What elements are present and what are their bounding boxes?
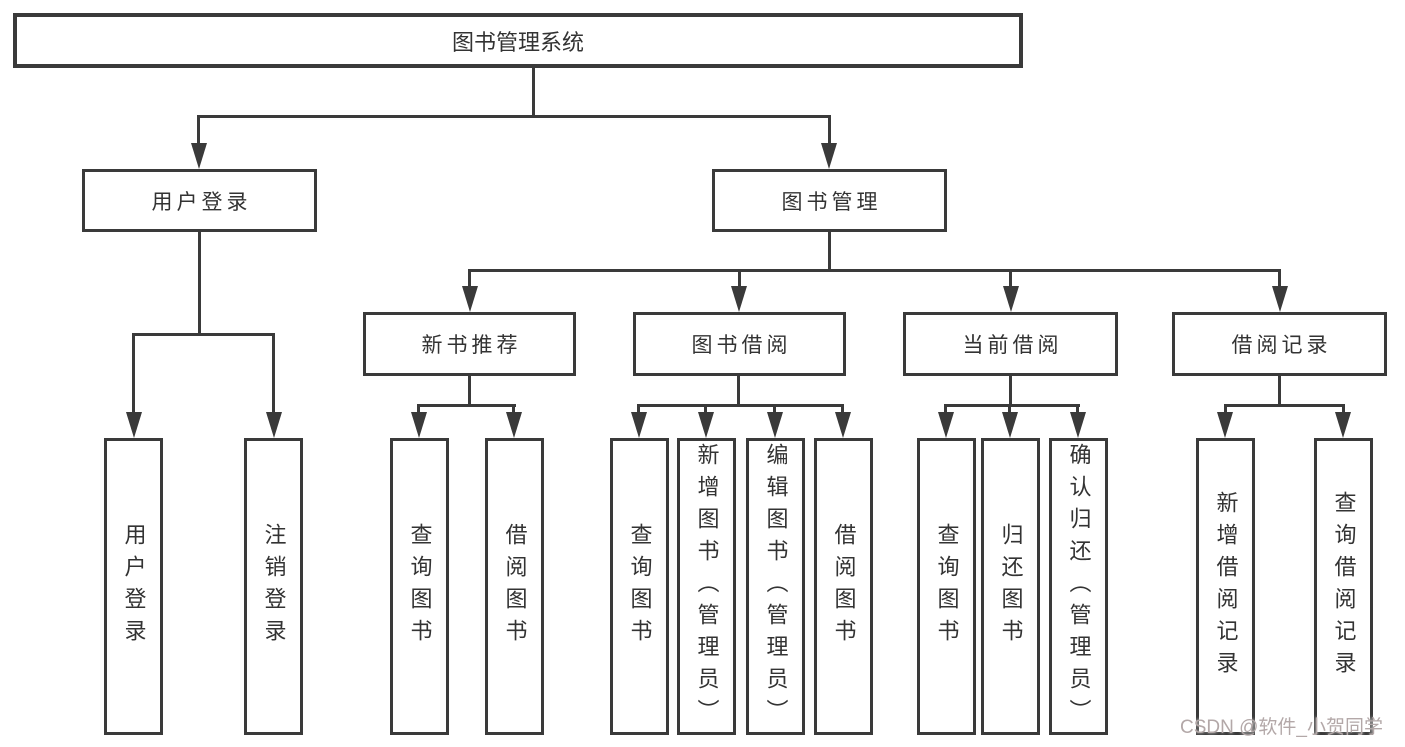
arrow-down-icon — [411, 412, 427, 438]
arrow-down-icon — [126, 412, 142, 438]
arrow-down-icon — [1070, 412, 1086, 438]
arrow-down-icon — [938, 412, 954, 438]
connector-vline — [738, 269, 741, 289]
connector-vline — [737, 376, 740, 407]
leaf-label: 查询图书 — [407, 522, 433, 651]
connector-vline — [1008, 404, 1011, 414]
leaf-query-books-borrow: 查询图书 — [610, 438, 669, 735]
connector-hline — [1224, 404, 1345, 407]
connector-hline — [944, 404, 1080, 407]
connector-vline — [198, 232, 201, 335]
connector-vline — [468, 376, 471, 407]
connector-vline — [841, 404, 844, 414]
arrow-down-icon — [731, 286, 747, 312]
leaf-label: 借阅图书 — [831, 522, 857, 651]
arrow-down-icon — [1272, 286, 1288, 312]
connector-vline — [272, 333, 275, 415]
node-root-system: 图书管理系统 — [13, 13, 1023, 68]
arrow-down-icon — [1217, 412, 1233, 438]
connector-vline — [1076, 404, 1079, 414]
connector-vline — [1009, 269, 1012, 289]
leaf-label: 查询借阅记录 — [1331, 490, 1357, 683]
arrow-down-icon — [191, 143, 207, 169]
connector-vline — [1278, 269, 1281, 289]
node-book-borrow: 图书借阅 — [633, 312, 846, 376]
arrow-down-icon — [1002, 412, 1018, 438]
connector-vline — [1224, 404, 1227, 414]
csdn-watermark: CSDN @软件_小贺同学 — [1180, 717, 1383, 738]
connector-vline — [704, 404, 707, 414]
arrow-down-icon — [506, 412, 522, 438]
leaf-label: 编辑图书（管理员） — [763, 442, 789, 731]
leaf-query-books-current: 查询图书 — [917, 438, 976, 735]
connector-vline — [532, 68, 535, 118]
arrow-down-icon — [1335, 412, 1351, 438]
leaf-return-book: 归还图书 — [981, 438, 1040, 735]
connector-vline — [512, 404, 515, 414]
arrow-down-icon — [698, 412, 714, 438]
arrow-down-icon — [1003, 286, 1019, 312]
arrow-down-icon — [631, 412, 647, 438]
leaf-label: 归还图书 — [998, 522, 1024, 651]
node-new-book-recommend: 新书推荐 — [363, 312, 576, 376]
leaf-query-borrow-record: 查询借阅记录 — [1314, 438, 1373, 735]
leaf-user-login: 用户登录 — [104, 438, 163, 735]
leaf-label: 确认归还（管理员） — [1066, 442, 1092, 731]
connector-hline — [637, 404, 844, 407]
node-current-borrow: 当前借阅 — [903, 312, 1118, 376]
arrow-down-icon — [821, 143, 837, 169]
leaf-label: 新增借阅记录 — [1213, 490, 1239, 683]
arrow-down-icon — [462, 286, 478, 312]
leaf-label: 新增图书（管理员） — [694, 442, 720, 731]
leaf-edit-book-admin: 编辑图书（管理员） — [746, 438, 805, 735]
leaf-label: 用户登录 — [121, 522, 147, 651]
leaf-label: 注销登录 — [261, 522, 287, 651]
connector-hline — [469, 269, 1281, 272]
leaf-add-book-admin: 新增图书（管理员） — [677, 438, 736, 735]
leaf-borrow-books-recommend: 借阅图书 — [485, 438, 544, 735]
leaf-add-borrow-record: 新增借阅记录 — [1196, 438, 1255, 735]
connector-vline — [1278, 376, 1281, 407]
connector-vline — [417, 404, 420, 414]
connector-vline — [1009, 376, 1012, 407]
connector-hline — [132, 333, 274, 336]
leaf-query-books-recommend: 查询图书 — [390, 438, 449, 735]
node-book-management: 图书管理 — [712, 169, 947, 232]
connector-hline — [197, 115, 831, 118]
leaf-label: 查询图书 — [934, 522, 960, 651]
connector-vline — [828, 232, 831, 272]
arrow-down-icon — [835, 412, 851, 438]
arrow-down-icon — [767, 412, 783, 438]
node-user-login: 用户登录 — [82, 169, 317, 232]
connector-vline — [637, 404, 640, 414]
connector-vline — [132, 333, 135, 415]
leaf-label: 查询图书 — [627, 522, 653, 651]
connector-vline — [773, 404, 776, 414]
connector-vline — [468, 269, 471, 289]
connector-vline — [197, 115, 200, 147]
connector-hline — [417, 404, 516, 407]
arrow-down-icon — [266, 412, 282, 438]
connector-vline — [944, 404, 947, 414]
leaf-label: 借阅图书 — [502, 522, 528, 651]
connector-vline — [828, 115, 831, 147]
leaf-logout: 注销登录 — [244, 438, 303, 735]
connector-vline — [1342, 404, 1345, 414]
leaf-confirm-return-admin: 确认归还（管理员） — [1049, 438, 1108, 735]
node-borrow-record: 借阅记录 — [1172, 312, 1387, 376]
leaf-borrow-books: 借阅图书 — [814, 438, 873, 735]
